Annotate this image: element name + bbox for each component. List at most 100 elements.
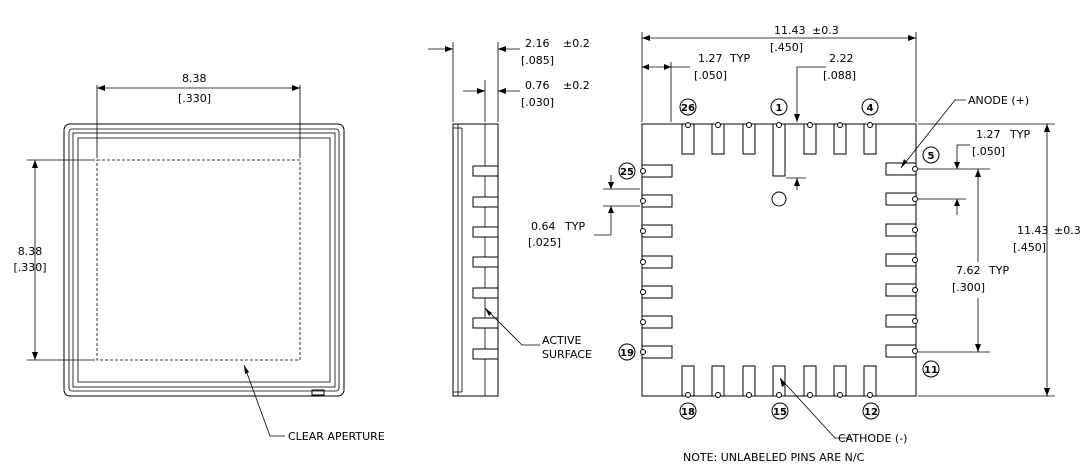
pad-top (711, 123, 725, 155)
pad-width-typ: TYP (564, 220, 585, 233)
window-arrows (477, 88, 506, 94)
pad-dot (640, 198, 646, 204)
pad-top (742, 123, 756, 155)
pad-dot (640, 289, 646, 295)
front-width-mm: 8.38 (182, 72, 207, 85)
side-pad (472, 287, 499, 299)
pad-dot (912, 196, 918, 202)
front-width-in: [.330] (178, 92, 211, 105)
pad-dot (807, 392, 813, 398)
front-outline-3 (72, 132, 336, 388)
bottom-view: 26 1 4 5 11 12 15 18 19 25 11.43 ±0.3 [. (594, 24, 1081, 464)
rpitch-in: [.050] (972, 145, 1005, 158)
pin-circle-11 (922, 360, 940, 378)
front-outline-2 (68, 128, 340, 392)
pad-dot (867, 122, 873, 128)
pitch-in: [.050] (694, 69, 727, 82)
side-view: 2.16 ±0.2 [.085] 0.76 ±0.2 [.030] ACTIVE… (428, 37, 592, 397)
side-pad (472, 196, 499, 208)
pin-1: 1 (776, 103, 783, 114)
pad-dot (640, 259, 646, 265)
window-tol: ±0.2 (563, 79, 590, 92)
thick-arrows (445, 46, 506, 52)
pin-circle-12 (862, 402, 880, 420)
pin-15: 15 (773, 407, 787, 418)
pad-dot (776, 392, 782, 398)
orientation-mark (311, 389, 325, 396)
bottom-width-in: [.450] (770, 41, 803, 54)
pad-bottom (863, 365, 877, 397)
pad-dot (912, 227, 918, 233)
pad-left (641, 345, 673, 359)
pad-dot (685, 122, 691, 128)
pad-dot (912, 166, 918, 172)
pin-circle-25 (618, 162, 636, 180)
pad-dot (912, 348, 918, 354)
clear-aperture-label: CLEAR APERTURE (288, 430, 385, 443)
pad-dot (640, 319, 646, 325)
padlen-arrow-bottom (794, 178, 800, 186)
pad-dot (746, 392, 752, 398)
bottom-pads (681, 365, 877, 398)
pad-bottom (803, 365, 817, 397)
thickness-in: [.085] (521, 54, 554, 67)
span-in: [.300] (952, 281, 985, 294)
pitch-typ: TYP (729, 52, 750, 65)
padlen-in: [.088] (823, 69, 856, 82)
pad-left (641, 255, 673, 269)
pad-dot (640, 168, 646, 174)
pad-right (885, 162, 917, 176)
front-height-mm: 8.38 (18, 245, 43, 258)
front-outer-outline (63, 123, 345, 397)
pad-left (641, 224, 673, 238)
pin-circle-5 (922, 146, 940, 164)
top-pads (681, 122, 877, 177)
rpitch-typ: TYP (1009, 128, 1030, 141)
clear-aperture-outline (96, 159, 301, 361)
pad-right (885, 192, 917, 206)
pad-top-pin1 (772, 123, 786, 177)
pad-right (885, 283, 917, 297)
front-height-in: [.330] (13, 261, 46, 274)
active-label-2: SURFACE (542, 348, 592, 361)
pin-19: 19 (620, 348, 634, 359)
side-pad (472, 165, 499, 177)
pin-12: 12 (864, 407, 878, 418)
pad-dot (912, 318, 918, 324)
left-pads (640, 164, 673, 359)
cathode-label: CATHODE (-) (838, 432, 907, 445)
pad-width-mm: 0.64 (531, 220, 556, 233)
pad-left (641, 285, 673, 299)
bottom-height-tol: ±0.3 (1054, 224, 1081, 237)
window-mm: 0.76 (525, 79, 550, 92)
pad-left (641, 315, 673, 329)
pin-circle-26 (679, 98, 697, 116)
footnote: NOTE: UNLABELED PINS ARE N/C (683, 451, 865, 464)
bottom-height-in: [.450] (1013, 241, 1046, 254)
right-pads (885, 162, 918, 358)
pad-dot (837, 392, 843, 398)
pad-top (681, 123, 695, 155)
pad-bottom (742, 365, 756, 397)
clear-aperture-leader (243, 364, 285, 437)
pad-bottom (833, 365, 847, 397)
pad-dot (715, 392, 721, 398)
pad-right (885, 344, 917, 358)
pin-circle-18 (679, 402, 697, 420)
pin-4: 4 (867, 103, 874, 114)
active-surface-leader (484, 307, 540, 346)
padlen-mm: 2.22 (829, 52, 854, 65)
pad-dot (715, 122, 721, 128)
pin-18: 18 (681, 407, 695, 418)
rpitch-mm: 1.27 (976, 128, 1001, 141)
pad-top (863, 123, 877, 155)
front-outline-4 (77, 137, 331, 383)
padlen-arrow-top (794, 114, 800, 122)
pad-dot (912, 257, 918, 263)
pin-26: 26 (681, 103, 695, 114)
cathode-leader (779, 377, 850, 439)
index-hole (771, 191, 787, 207)
pitch-mm: 1.27 (698, 52, 723, 65)
pad-dot (912, 287, 918, 293)
